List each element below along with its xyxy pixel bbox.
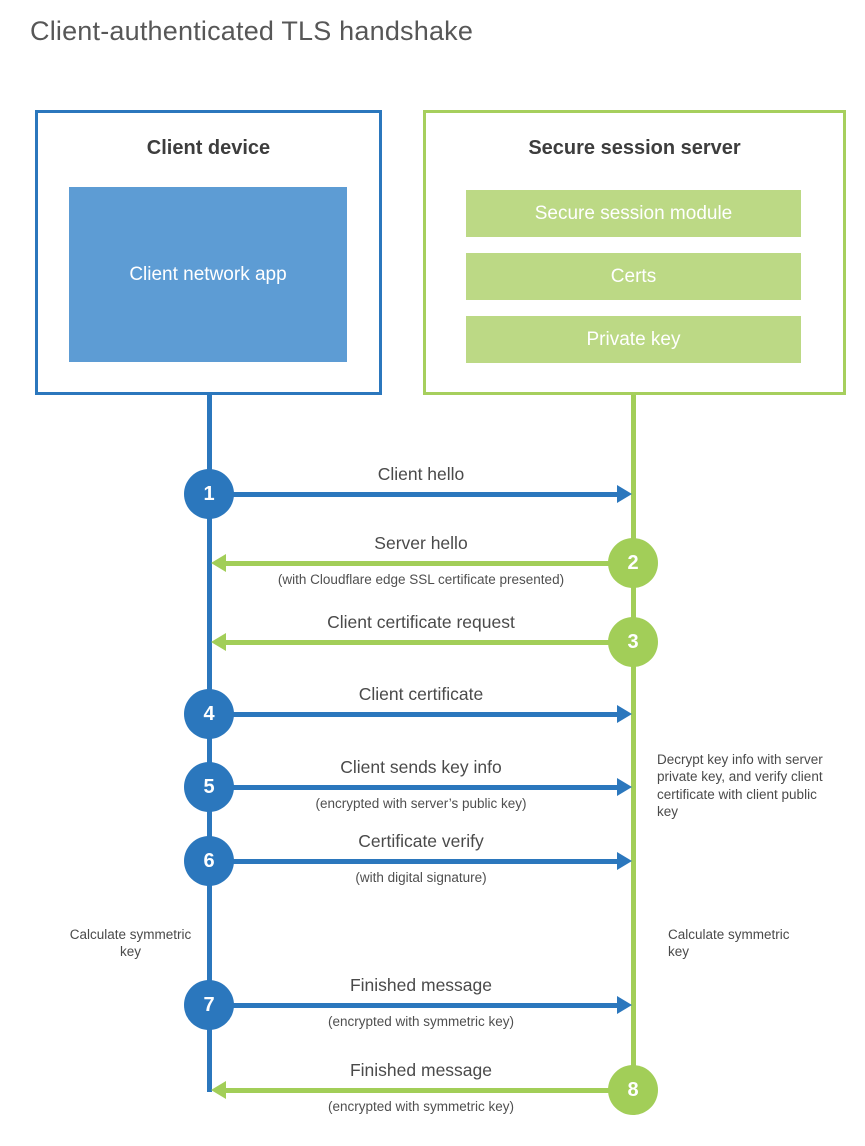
step-3-label: Client certificate request	[327, 612, 515, 632]
step-2-label: Server hello	[374, 533, 468, 553]
step-5-arrowhead-icon	[617, 777, 632, 796]
calculate-symmetric-key-client-note: Calculate symmetric key	[69, 927, 192, 960]
step-1-label: Client hello	[377, 464, 465, 484]
step-8-arrow-line	[226, 1087, 633, 1093]
step-3-arrowhead-icon	[211, 632, 226, 651]
step-2-number-badge: 2	[608, 538, 658, 588]
client-device-title: Client device	[146, 137, 271, 159]
step-5-label: Client sends key info	[340, 757, 502, 777]
step-6-subtext: (with digital signature)	[355, 870, 487, 885]
step-4-arrowhead-icon	[617, 704, 632, 723]
step-1-number-badge: 1	[184, 469, 234, 519]
client-network-app-rect: Client network app	[69, 187, 347, 362]
step-7-label: Finished message	[349, 975, 493, 995]
step-5-subtext: (encrypted with server’s public key)	[315, 796, 527, 811]
step-4-arrow-line	[209, 711, 617, 717]
secure-session-server-box: Secure session server Secure session mod…	[423, 110, 846, 395]
step-4-label: Client certificate	[358, 684, 484, 704]
step-7-number-badge: 7	[184, 980, 234, 1030]
step-6-number-badge: 6	[184, 836, 234, 886]
calculate-symmetric-key-server-note: Calculate symmetric key	[668, 927, 790, 960]
step-5-arrow-line	[209, 784, 617, 790]
step-7-arrow-line	[209, 1002, 617, 1008]
step-7-subtext: (encrypted with symmetric key)	[327, 1014, 515, 1029]
server-module-secure-session: Secure session module	[466, 190, 801, 237]
step-2-arrowhead-icon	[211, 553, 226, 572]
step-3-arrow-line	[226, 639, 633, 645]
step-6-arrowhead-icon	[617, 851, 632, 870]
step-8-arrowhead-icon	[211, 1080, 226, 1099]
step-6-arrow-line	[209, 858, 617, 864]
step-4-number-badge: 4	[184, 689, 234, 739]
client-device-box: Client device Client network app	[35, 110, 382, 395]
secure-session-server-title: Secure session server	[528, 137, 741, 159]
server-module-certs: Certs	[466, 253, 801, 300]
step-7-arrowhead-icon	[617, 995, 632, 1014]
server-lifeline	[631, 392, 636, 1093]
step-1-arrow-line	[209, 491, 617, 497]
step-1-arrowhead-icon	[617, 484, 632, 503]
client-lifeline	[207, 392, 212, 1092]
step-6-label: Certificate verify	[358, 831, 484, 851]
step-2-subtext: (with Cloudflare edge SSL certificate pr…	[277, 572, 565, 587]
client-network-app-label: Client network app	[129, 263, 287, 285]
step-8-subtext: (encrypted with symmetric key)	[327, 1099, 515, 1114]
decrypt-note: Decrypt key info with server private key…	[657, 752, 823, 819]
step-5-number-badge: 5	[184, 762, 234, 812]
step-3-number-badge: 3	[608, 617, 658, 667]
step-8-number-badge: 8	[608, 1065, 658, 1115]
step-2-arrow-line	[226, 560, 633, 566]
page-title: Client-authenticated TLS handshake	[30, 16, 474, 46]
step-8-label: Finished message	[349, 1060, 493, 1080]
server-module-private-key: Private key	[466, 316, 801, 363]
